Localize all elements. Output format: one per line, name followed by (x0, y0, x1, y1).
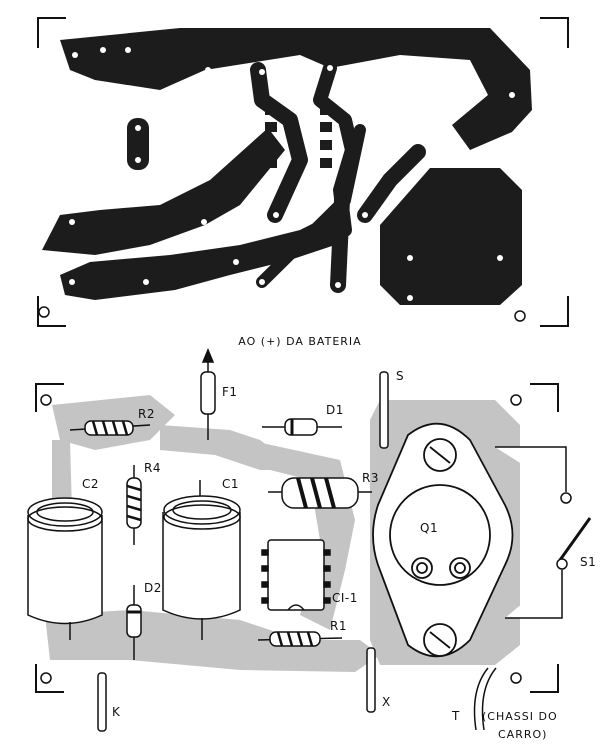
label-k: K (112, 705, 121, 719)
label-t: T (451, 709, 460, 723)
diode-d1 (262, 418, 342, 436)
label-f1: F1 (222, 385, 238, 399)
terminal-x (366, 647, 376, 713)
corner-marks-top (37, 17, 569, 327)
label-q1: Q1 (420, 521, 438, 535)
transistor-q1 (372, 422, 514, 658)
label-chassis-line1: (CHASSI DO (482, 710, 558, 723)
copper-trace-bottom (60, 215, 345, 300)
switch-s1 (495, 446, 592, 619)
resistor-r3 (268, 477, 372, 509)
mounting-holes-top (38, 306, 526, 322)
terminal-k (97, 672, 107, 732)
copper-trace-vertical (330, 192, 350, 293)
terminal-s (379, 371, 389, 449)
label-r3: R3 (362, 471, 379, 485)
label-r4: R4 (144, 461, 161, 475)
label-x: X (382, 695, 391, 709)
resistor-r1 (257, 631, 343, 647)
capacitor-c1 (162, 480, 241, 640)
resistor-r2 (69, 420, 151, 436)
copper-pad-left (127, 118, 149, 170)
capacitor-c2 (27, 497, 103, 640)
wire-t (473, 667, 497, 731)
label-d2: D2 (144, 581, 162, 595)
copper-trace-top (60, 28, 532, 150)
mounting-holes-bottom (40, 394, 522, 684)
label-c2: C2 (82, 477, 99, 491)
battery-caption: AO (+) DA BATERIA (238, 335, 361, 348)
label-r2: R2 (138, 407, 155, 421)
diode-d2 (126, 585, 142, 660)
fuse-f1 (200, 348, 216, 440)
ic-pads (265, 105, 332, 168)
drill-holes (69, 47, 515, 301)
label-s1: S1 (580, 555, 596, 569)
copper-trace-diag-1 (250, 62, 308, 223)
label-ci1: CI-1 (332, 591, 358, 605)
copper-pad-transistor (380, 168, 522, 305)
copper-trace-right-diag (357, 144, 426, 223)
copper-layout (37, 17, 569, 327)
label-c1: C1 (222, 477, 239, 491)
label-d1: D1 (326, 403, 344, 417)
label-r1: R1 (330, 619, 347, 633)
corner-marks-bottom (35, 383, 559, 693)
label-chassis-line2: CARRO) (498, 728, 547, 741)
copper-trace-left-lower (42, 128, 285, 255)
label-s: S (396, 369, 404, 383)
resistor-r4 (126, 465, 142, 545)
component-layout: F1 S R2 D1 R4 (27, 348, 596, 732)
ic-ci1 (261, 539, 331, 611)
